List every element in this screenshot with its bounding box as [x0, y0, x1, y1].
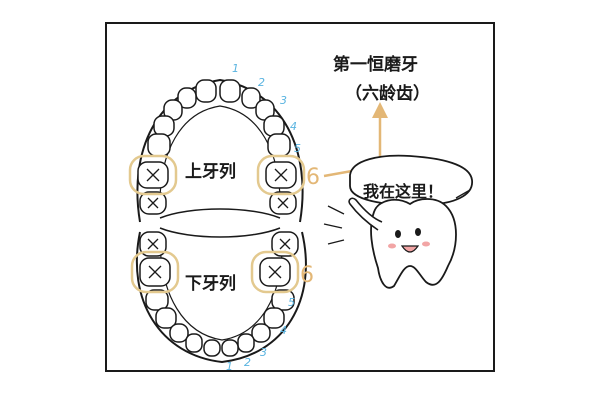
lower-tooth [263, 307, 285, 329]
arrow-head-icon [372, 102, 388, 118]
upper-tooth [263, 115, 285, 137]
highlight-upper-right [256, 154, 306, 196]
tooth-character [348, 197, 457, 289]
upper-arch-label: 上牙列 [185, 162, 236, 182]
tooth-character-body [370, 198, 457, 289]
lower-tooth [203, 339, 221, 357]
upper-number-5: 5 [294, 142, 301, 155]
lower-number-6: 6 [300, 263, 314, 288]
lower-number-4: 4 [280, 324, 287, 337]
tooth-character-cheek [422, 241, 430, 247]
lower-tooth [155, 307, 177, 329]
lower-tooth [237, 333, 255, 353]
upper-tooth [177, 87, 197, 109]
lower-tooth [185, 333, 203, 353]
lower-number-3: 3 [260, 346, 267, 359]
lower-number-2: 2 [244, 356, 251, 369]
first-molar-highlights [128, 154, 306, 294]
diagram-frame [105, 22, 495, 372]
upper-number-3: 3 [280, 94, 287, 107]
highlight-upper-left [128, 154, 178, 196]
upper-tooth [267, 133, 291, 157]
speech-text: 我在这里！ [363, 182, 444, 201]
upper-tooth [147, 133, 171, 157]
highlight-lower-right [250, 250, 300, 294]
tooth-character-mouth [400, 245, 420, 253]
title-line-1: 第一恒磨牙 [333, 55, 418, 75]
lower-teeth [139, 231, 299, 357]
tongue-line [159, 227, 281, 238]
tooth-character-cheek [388, 243, 396, 249]
upper-tooth [241, 87, 261, 109]
lower-tooth [221, 339, 239, 357]
tooth-character-arm [348, 197, 383, 231]
upper-number-1: 1 [232, 62, 239, 75]
molar-marks [146, 168, 291, 279]
upper-teeth [137, 79, 297, 215]
lower-number-1: 1 [226, 360, 233, 373]
upper-tooth [153, 115, 175, 137]
emphasis-lines [323, 189, 471, 245]
lower-arch-label: 下牙列 [185, 274, 236, 294]
highlight-lower-left [130, 250, 180, 294]
upper-tooth [195, 79, 217, 103]
lower-tooth [145, 289, 169, 311]
upper-tooth [219, 79, 241, 103]
tooth-character-eye-right [415, 228, 421, 236]
lower-tooth [271, 289, 295, 311]
tooth-character-eye-left [395, 230, 401, 238]
palate-line [159, 208, 281, 219]
lower-number-5: 5 [288, 296, 295, 309]
upper-number-6: 6 [306, 165, 320, 190]
lower-tooth [169, 323, 189, 343]
lower-tooth [251, 323, 271, 343]
upper-number-2: 2 [258, 76, 265, 89]
title-line-2: （六龄齿） [345, 84, 430, 104]
upper-number-4: 4 [290, 120, 297, 133]
